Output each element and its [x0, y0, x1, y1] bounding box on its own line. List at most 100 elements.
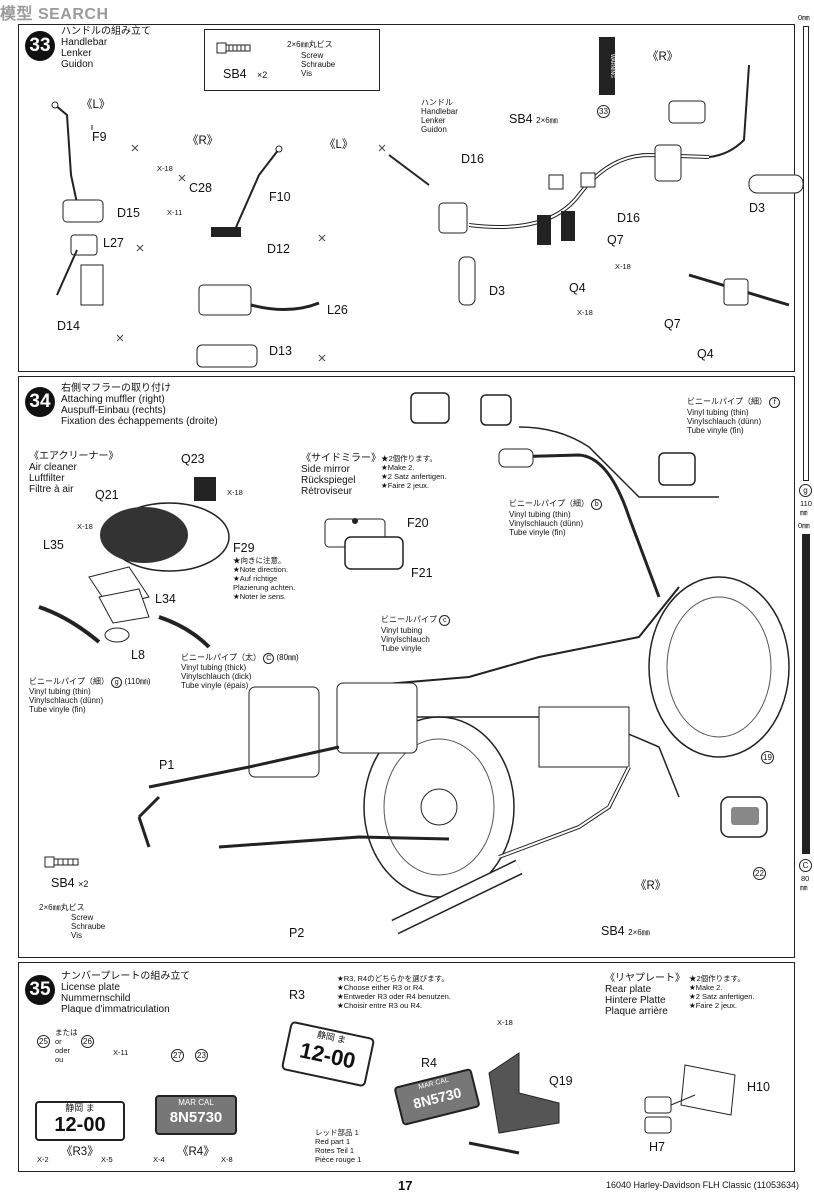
- xref-x18-b: X-18: [77, 522, 93, 531]
- callout-23: 23: [195, 1049, 208, 1062]
- vinyl-b-de: Vinylschlauch (dünn): [509, 519, 584, 528]
- part-d14: D14: [57, 319, 80, 333]
- ruler-c-unit: ㎜: [800, 883, 808, 892]
- step-34-panel: 34 右側マフラーの取り付け Attaching muffler (right)…: [18, 376, 795, 958]
- screw-spec: 2×6㎜丸ビス: [39, 903, 85, 912]
- step-number: 35: [25, 975, 55, 1005]
- xref-x4: X-4: [153, 1155, 165, 1164]
- xref-x18-b: X-18: [615, 262, 631, 271]
- vinyl-c-fr: Tube vinyle: [381, 644, 422, 653]
- screw-box: 2×6㎜丸ビス Screw Schraube Vis SB4 ×2: [204, 29, 380, 91]
- rear-plate-title: 《リヤプレート》 Rear plate Hintere Platte Plaqu…: [605, 973, 685, 1017]
- step-35-panel: 35 ナンバープレートの組み立て License plate Nummernsc…: [18, 962, 795, 1172]
- right-lever-drawing: [178, 145, 326, 368]
- part-f21: F21: [411, 566, 433, 580]
- warning-sticker: WARNING: [599, 37, 615, 95]
- ruler-bar-g: [803, 26, 809, 481]
- vinyl-c-ja: ビニールパイプ c: [381, 615, 451, 626]
- plate-r3-large: 静岡 ま 12-00: [280, 1020, 376, 1088]
- part-d3-right: D3: [749, 201, 765, 215]
- screw-de: Schraube: [301, 60, 336, 69]
- plate-r4: MAR CAL 8N5730: [155, 1095, 237, 1135]
- part-f20: F20: [407, 516, 429, 530]
- make2-de: ★2 Satz anfertigen.: [381, 472, 447, 481]
- make2-fr: ★Faire 2 jeux.: [381, 481, 429, 490]
- air-cleaner-title: 《エアクリーナー》 Air cleaner Luftfilter Filtre …: [29, 451, 119, 495]
- step-title: ハンドルの組み立て Handlebar Lenker Guidon: [61, 26, 151, 70]
- make2-ja: ★2個作ります。: [689, 974, 745, 983]
- red-part-en: Red part 1: [315, 1137, 351, 1146]
- callout-33: 33: [597, 105, 610, 118]
- xref-x18: X-18: [497, 1018, 513, 1027]
- side-tag-right-2: 《R》: [647, 51, 679, 63]
- or-en: or: [55, 1037, 62, 1046]
- ruler-c-tag: C: [799, 859, 812, 872]
- ruler-g-len: 110: [800, 499, 812, 508]
- xref-x2: X-2: [37, 1155, 49, 1164]
- callout-27: 27: [171, 1049, 184, 1062]
- screw-spec: 2×6㎜丸ビス: [287, 40, 333, 49]
- or-de: oder: [55, 1046, 71, 1055]
- part-q23: Q23: [181, 452, 205, 466]
- footer-model: 16040 Harley-Davidson FLH Classic (11053…: [606, 1180, 799, 1190]
- page-number: 17: [398, 1178, 413, 1193]
- choose-ja: ★R3, R4のどちらかを選びます。: [337, 974, 449, 983]
- or-fr: ou: [55, 1055, 64, 1064]
- ruler-bar-c: [802, 534, 810, 854]
- vinyl-g-ja: ビニールパイプ（細） g (110㎜): [29, 677, 151, 688]
- note-direction-de2: Plazierung achten.: [233, 583, 296, 592]
- make2-en: ★Make 2.: [689, 983, 723, 992]
- make2-ja: ★2個作ります。: [381, 454, 437, 463]
- screw-fr: Vis: [301, 69, 312, 78]
- part-d15: D15: [117, 206, 140, 220]
- side-tag-left-2: 《L》: [324, 139, 354, 151]
- choose-de: ★Entweder R3 oder R4 benutzen.: [337, 992, 451, 1001]
- side-tag-right: 《R》: [187, 135, 219, 147]
- part-c28: C28: [189, 181, 212, 195]
- screw-en: Screw: [301, 51, 324, 60]
- step-number: 34: [25, 387, 55, 417]
- screw-qty: ×2: [257, 70, 268, 80]
- callout-22: 22: [753, 867, 766, 880]
- part-q19: Q19: [549, 1074, 573, 1088]
- make2-en: ★Make 2.: [381, 463, 415, 472]
- handlebar-ja: ハンドル: [421, 98, 453, 107]
- part-h7: H7: [649, 1140, 665, 1154]
- plate-bracket-drawing: [468, 1052, 560, 1155]
- part-f9: F9: [92, 130, 107, 144]
- xref-x18: X-18: [157, 164, 173, 173]
- screw-part: SB4: [223, 67, 247, 81]
- part-l8: L8: [131, 648, 145, 662]
- part-d3-left: D3: [489, 284, 505, 298]
- step-title: 右側マフラーの取り付け Attaching muffler (right) Au…: [61, 383, 218, 427]
- step-title: ナンバープレートの組み立て License plate Nummernschil…: [61, 971, 191, 1015]
- callout-25: 25: [37, 1035, 50, 1048]
- choose-fr: ★Choisir entre R3 ou R4.: [337, 1001, 423, 1010]
- part-r3: R3: [289, 988, 305, 1002]
- sb4-label: SB4 2×6㎜: [601, 924, 650, 938]
- part-l27: L27: [103, 236, 124, 250]
- vinyl-c-en: Vinyl tubing: [381, 626, 423, 635]
- screw-part: SB4 ×2: [51, 876, 89, 890]
- screw-de: Schraube: [71, 922, 106, 931]
- note-direction-ja: ★向きに注意。: [233, 556, 286, 565]
- step-33-panel: 33 ハンドルの組み立て Handlebar Lenker Guidon 2×6…: [18, 24, 804, 372]
- vinyl-f-de: Vinylschlauch (dünn): [687, 417, 762, 426]
- screw-en: Screw: [71, 913, 94, 922]
- sb4-label: SB4 2×6㎜: [509, 112, 558, 126]
- ruler-mid-label: 0㎜: [798, 521, 810, 530]
- red-part-de: Rotes Teil 1: [315, 1146, 355, 1155]
- ruler: 0㎜ g 110 ㎜ 0㎜ C 80 ㎜: [798, 13, 814, 894]
- screw-fr: Vis: [71, 931, 82, 940]
- handlebar-en: Handlebar: [421, 107, 458, 116]
- part-q7: Q7: [607, 233, 624, 247]
- part-q4-detail: Q4: [697, 347, 714, 361]
- callout-26: 26: [81, 1035, 94, 1048]
- red-part-ja: レッド部品 1: [315, 1128, 359, 1137]
- part-f29: F29: [233, 541, 255, 555]
- part-f10: F10: [269, 190, 291, 204]
- left-lever-drawing: [51, 101, 144, 342]
- red-part-fr: Pièce rouge 1: [315, 1155, 362, 1164]
- vinyl-f-ja: ビニールパイプ（細） f: [687, 397, 781, 408]
- watermark: 模型 SEARCH: [0, 6, 109, 23]
